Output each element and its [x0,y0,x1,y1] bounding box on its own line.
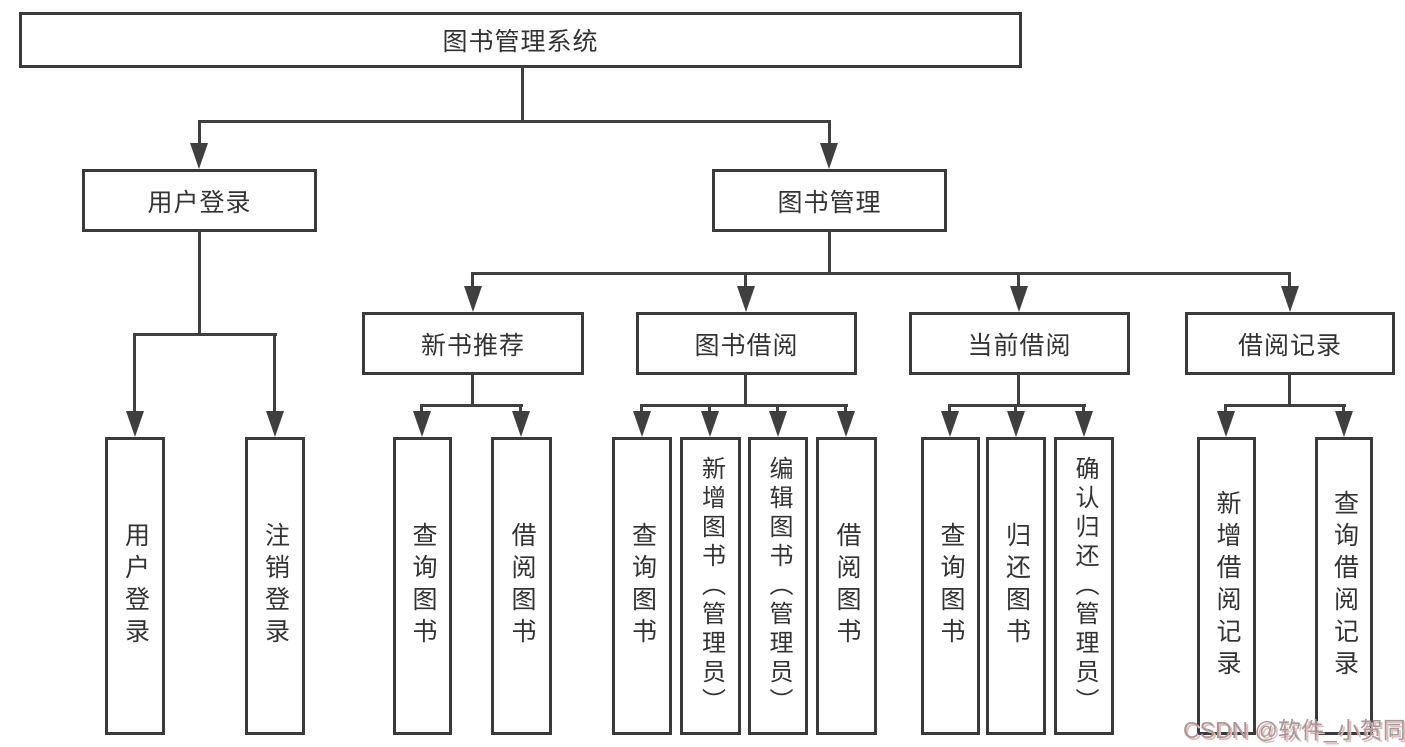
connector-newbook-bar [421,404,523,407]
arrowhead-user-login [190,143,208,169]
node-user-login-label: 用户登录 [147,188,252,217]
leaf-records-query: 查询借阅记录 [1315,437,1373,735]
leaf-newbook-borrow: 借阅图书 [491,437,552,735]
arrowhead-records [1281,286,1299,312]
arrowhead-leaf-newbook-1 [512,411,530,437]
leaf-user-login-label: 用户登录 [121,522,150,650]
connector-user-login-shaft [198,120,201,146]
leaf-borrow-borrow-label: 借阅图书 [833,522,861,650]
connector-newbook-stem [471,373,474,406]
leaf-logout: 注销登录 [245,437,305,735]
arrowhead-leaf-borrow-3 [837,411,855,437]
arrowhead-leaf-borrow-2 [769,411,787,437]
connector-leaf-records-1-shaft [1342,404,1345,414]
leaf-user-login: 用户登录 [105,437,165,735]
leaf-borrow-edit: 编辑图书（管理员） [748,437,808,735]
connector-user-bar [133,333,277,336]
connector-leaf-user-1-shaft [273,333,276,413]
leaf-records-add: 新增借阅记录 [1197,437,1256,735]
csdn-watermark: CSDN @软件_小贺同学 [1183,717,1405,743]
leaf-newbook-query-label: 查询图书 [409,522,437,650]
leaf-current-query: 查询图书 [921,437,980,735]
leaf-current-confirm: 确认归还（管理员） [1054,437,1114,735]
arrowhead-current [1010,286,1028,312]
leaf-borrow-edit-label: 编辑图书（管理员） [765,455,792,717]
leaf-borrow-borrow: 借阅图书 [816,437,877,735]
arrowhead-leaf-newbook-0 [413,411,431,437]
connector-leaf-borrow-1-shaft [708,404,711,414]
node-borrow: 图书借阅 [636,312,857,375]
node-records: 借阅记录 [1185,312,1395,375]
node-newbook: 新书推荐 [362,312,584,375]
node-current: 当前借阅 [909,312,1130,375]
connector-current-stem [1017,373,1020,406]
connector-leaf-user-0-shaft [133,333,136,413]
node-records-label: 借阅记录 [1237,331,1342,360]
connector-records-stem [1288,373,1291,406]
connector-leaf-borrow-0-shaft [640,404,643,414]
connector-user-stem [198,230,201,336]
leaf-records-add-label: 新增借阅记录 [1213,490,1241,682]
node-book-mgmt: 图书管理 [712,169,947,232]
leaf-current-query-label: 查询图书 [937,522,965,650]
connector-level3-bar [471,272,1291,275]
leaf-borrow-query: 查询图书 [612,437,672,735]
arrowhead-borrow [737,286,755,312]
connector-mgmt-stem [828,230,831,274]
leaf-borrow-add: 新增图书（管理员） [680,437,741,735]
connector-borrow-bar [640,404,848,407]
connector-records-bar [1224,404,1346,407]
connector-newbook-shaft [471,272,474,288]
leaf-current-confirm-label: 确认归还（管理员） [1071,455,1098,717]
connector-borrow-stem [744,373,747,406]
node-book-mgmt-label: 图书管理 [777,188,882,217]
connector-leaf-borrow-3-shaft [844,404,847,414]
connector-leaf-borrow-2-shaft [776,404,779,414]
leaf-records-query-label: 查询借阅记录 [1330,490,1359,682]
connector-current-shaft [1017,272,1020,288]
connector-current-bar [949,404,1086,407]
leaf-current-return: 归还图书 [986,437,1046,735]
leaf-current-return-label: 归还图书 [1002,522,1031,650]
connector-leaf-newbook-0-shaft [420,404,423,414]
arrowhead-leaf-records-0 [1217,411,1235,437]
connector-leaf-current-1-shaft [1014,404,1017,414]
arrowhead-leaf-borrow-0 [633,411,651,437]
connector-records-shaft [1288,272,1291,288]
arrowhead-leaf-records-1 [1335,411,1353,437]
node-borrow-label: 图书借阅 [694,331,799,360]
arrowhead-leaf-borrow-1 [701,411,719,437]
node-current-label: 当前借阅 [967,331,1072,360]
node-newbook-label: 新书推荐 [420,331,525,360]
leaf-newbook-borrow-label: 借阅图书 [508,522,536,650]
connector-leaf-current-0-shaft [948,404,951,414]
node-root-label: 图书管理系统 [442,28,599,56]
arrowhead-leaf-user-0 [126,411,144,437]
arrowhead-newbook [464,286,482,312]
connector-leaf-current-2-shaft [1082,404,1085,414]
arrowhead-book-mgmt [820,143,838,169]
connector-leaf-records-0-shaft [1224,404,1227,414]
arrowhead-leaf-current-0 [941,411,959,437]
connector-borrow-shaft [744,272,747,288]
arrowhead-leaf-current-1 [1007,411,1025,437]
connector-book-mgmt-shaft [828,120,831,146]
connector-leaf-newbook-1-shaft [519,404,522,414]
leaf-borrow-add-label: 新增图书（管理员） [697,455,725,717]
leaf-newbook-query: 查询图书 [393,437,452,735]
arrowhead-leaf-current-2 [1075,411,1093,437]
connector-root-stem [521,66,524,122]
leaf-borrow-query-label: 查询图书 [628,522,657,650]
node-root: 图书管理系统 [19,12,1022,68]
connector-level2-bar [198,120,831,123]
arrowhead-leaf-user-1 [266,411,284,437]
leaf-logout-label: 注销登录 [261,522,290,650]
node-user-login: 用户登录 [82,169,317,232]
